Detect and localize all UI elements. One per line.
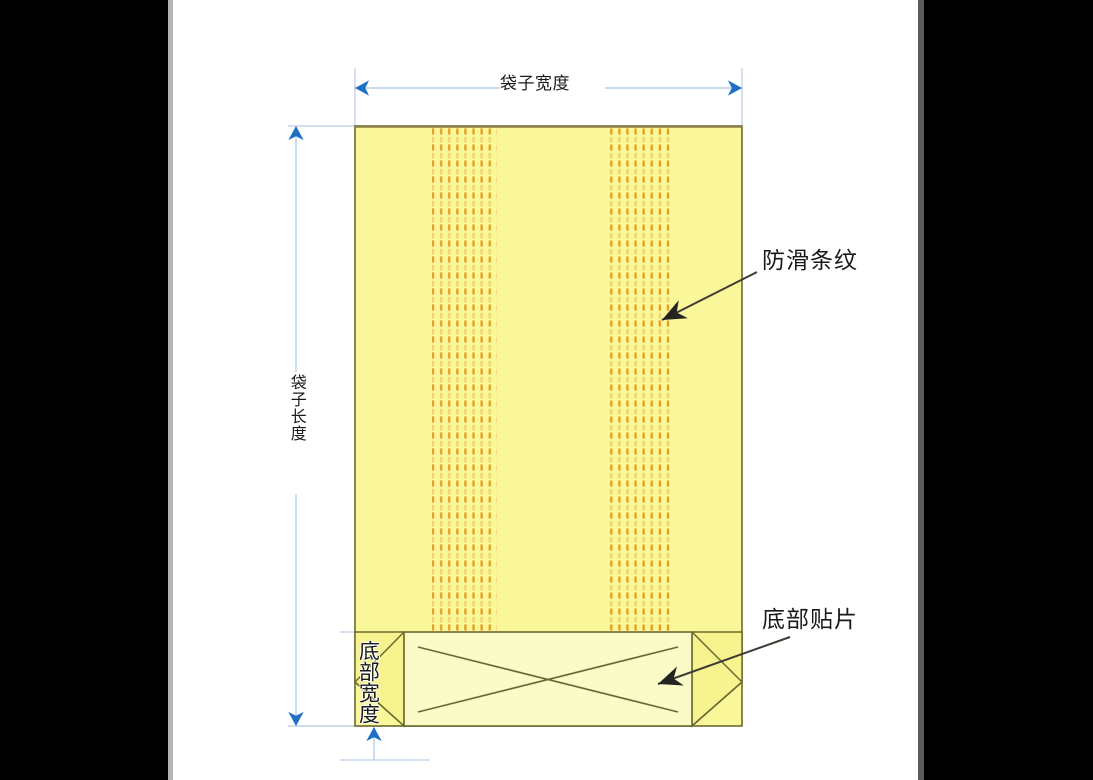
callout-leader-bottom-patch <box>657 636 791 686</box>
dimension-label-bottom-width: 底部宽度 <box>356 640 381 724</box>
patch-cross-lines <box>417 646 679 713</box>
gusset-fold-lines <box>354 631 743 727</box>
page-left-border <box>168 0 173 780</box>
stripe-band-left <box>432 127 497 632</box>
bottom-patch-panel <box>354 631 743 728</box>
antislip-stripe-bands <box>432 127 672 632</box>
callout-leader-antislip <box>661 271 758 321</box>
patch-rectangle <box>403 631 693 727</box>
callout-label-antislip-stripes: 防滑条纹 <box>762 248 858 274</box>
dimension-label-bag-width: 袋子宽度 <box>500 74 570 94</box>
page-right-border <box>918 0 924 780</box>
bag-body <box>354 125 743 727</box>
callout-leaders <box>657 271 791 686</box>
dimension-label-bag-length: 袋子长度 <box>287 374 307 442</box>
stripe-band-right <box>607 127 672 632</box>
callout-label-bottom-patch: 底部贴片 <box>762 607 858 633</box>
